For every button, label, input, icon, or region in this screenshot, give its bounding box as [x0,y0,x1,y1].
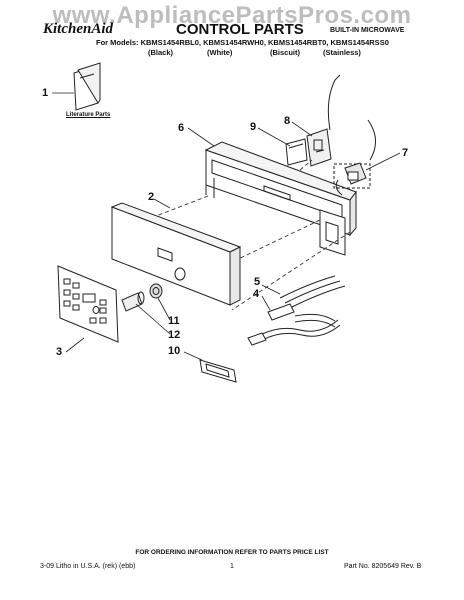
callout-5: 5 [254,276,261,288]
keypad-overlay [57,265,119,343]
variant-label: (White) [207,48,233,57]
callout-10: 10 [168,345,181,357]
small-panel [285,138,308,166]
callout-11: 11 [168,315,180,327]
callout-2: 2 [148,191,155,203]
variant-label: (Stainless) [323,48,361,57]
callout-9: 9 [250,121,257,133]
callout-6: 6 [178,122,185,134]
control-frame [204,141,357,256]
variant-label: (Black) [148,48,174,57]
literature-booklet [73,62,101,111]
callout-3: 3 [56,346,63,358]
page-subtitle: BUILT-IN MICROWAVE [330,27,405,34]
relay-module [327,74,376,196]
variant-label: (Biscuit) [270,48,300,57]
model-list: For Models: KBMS1454RBL0, KBMS1454RWH0, … [96,38,389,47]
watermark: www.AppliancePartsPros.com [52,2,412,29]
literature-parts-label: Literature Parts [66,112,111,118]
footer-litho: 3-09 Litho in U.S.A. (rek) (ebb) [40,563,136,570]
knob-shaft [121,291,145,312]
circuit-board [306,128,332,167]
callout-7: 7 [402,147,409,159]
callout-1: 1 [42,87,49,99]
wire-harness [247,275,346,346]
control-knob [149,283,163,299]
callout-12: 12 [168,329,181,341]
callout-8: 8 [284,115,291,127]
gasket [199,359,237,383]
page-title: CONTROL PARTS [176,21,304,38]
footer-part-number: Part No. 8205649 Rev. B [344,563,422,570]
front-control-panel [110,202,242,306]
ordering-note: FOR ORDERING INFORMATION REFER TO PARTS … [135,549,329,556]
callout-4: 4 [253,288,260,300]
footer-page-number: 1 [230,563,234,570]
brand-logo: KitchenAid [43,21,114,37]
